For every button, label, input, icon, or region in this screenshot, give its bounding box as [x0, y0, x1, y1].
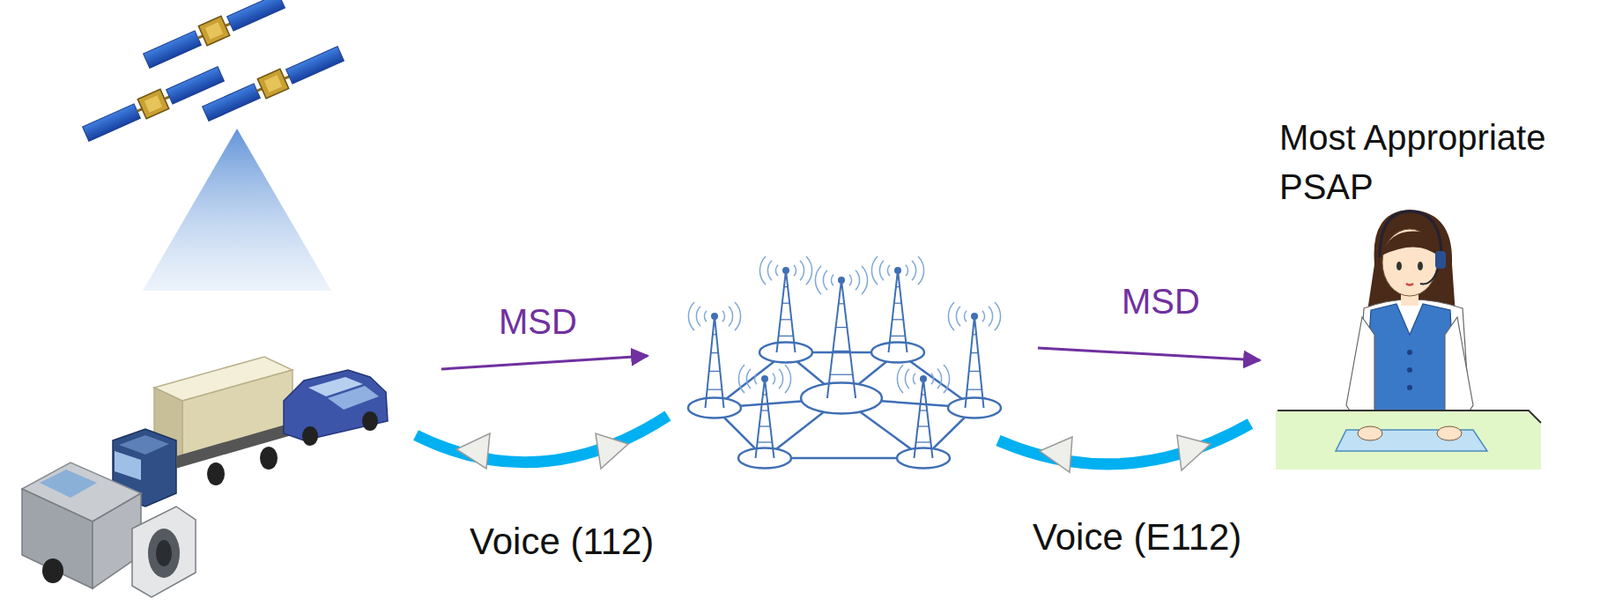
signal-label: MSD [1121, 280, 1200, 323]
channel-label: Voice (112) [469, 519, 654, 564]
signal-beam [142, 128, 332, 291]
crashed-vehicles [22, 356, 388, 598]
psap-heading: Most Appropriate PSAP [1279, 112, 1588, 215]
heading-text: Most Appropriate PSAP [1279, 112, 1588, 212]
signal-label: MSD [498, 300, 578, 343]
cellular-network [688, 256, 1001, 469]
msd-arrow [1037, 348, 1260, 361]
msd-arrow [441, 355, 648, 370]
voice-link [415, 415, 668, 469]
channel-label: Voice (E112) [1032, 515, 1242, 560]
voice-link [998, 423, 1251, 473]
psap-operator [1275, 209, 1541, 470]
satellites [81, 0, 345, 144]
